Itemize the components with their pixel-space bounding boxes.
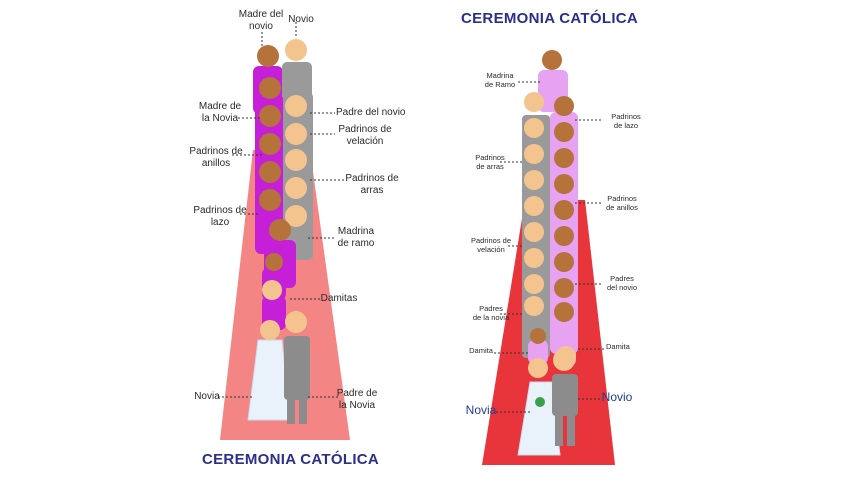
label-padre-del-novio: Padre del novio: [336, 107, 406, 118]
left-procession: [247, 39, 313, 424]
label-novio-r: Novio: [601, 390, 633, 404]
label-damita-left-r: Damita: [469, 346, 493, 355]
right-procession: [517, 50, 578, 456]
right-leaders: [494, 81, 606, 413]
label-padrinos-de-anillos-r: Padrinos de anillos: [606, 194, 638, 212]
label-padrinos-de-lazo: Padrinos de lazo: [193, 205, 247, 228]
left-leaders: [218, 22, 345, 398]
label-damita-right-r: Damita: [606, 342, 630, 351]
bride-figure: [517, 358, 561, 456]
label-madrina-de-ramo-r: Madrina de Ramo: [484, 71, 516, 89]
label-novio: Novio: [288, 14, 314, 25]
label-madre-del-novio: Madre del novio: [238, 9, 284, 32]
label-novia: Novia: [194, 391, 220, 402]
label-damitas: Damitas: [320, 293, 358, 304]
left-title: CEREMONIA CATÓLICA: [202, 451, 380, 468]
label-novia-r: Novia: [465, 403, 497, 417]
label-padrinos-de-arras-r: Padrinos de arras: [475, 153, 505, 171]
label-padrinos-de-anillos: Padrinos de anillos: [189, 146, 243, 169]
bride-figure: [247, 320, 291, 421]
girl-figure: [528, 328, 548, 364]
label-padres-de-la-novia-r: Padres de la novia: [472, 304, 510, 322]
label-madrina-de-ramo: Madrina de ramo: [337, 226, 375, 249]
label-padrinos-de-lazo-r: Padrinos de lazo: [611, 112, 641, 130]
groom-figure: [552, 349, 578, 446]
label-padrinos-de-arras: Padrinos de arras: [345, 173, 399, 196]
label-padres-del-novio-r: Padres del novio: [606, 274, 638, 292]
label-padrinos-de-velacion-r: Padrinos de velación: [470, 236, 512, 254]
label-madre-de-la-novia: Madre de la Novia: [198, 101, 242, 124]
man-figure: [284, 311, 310, 424]
label-padrinos-de-velacion: Padrinos de velación: [338, 124, 392, 147]
label-padre-de-la-novia: Padre de la Novia: [336, 388, 378, 411]
right-title: CEREMONIA CATÓLICA: [461, 10, 639, 27]
